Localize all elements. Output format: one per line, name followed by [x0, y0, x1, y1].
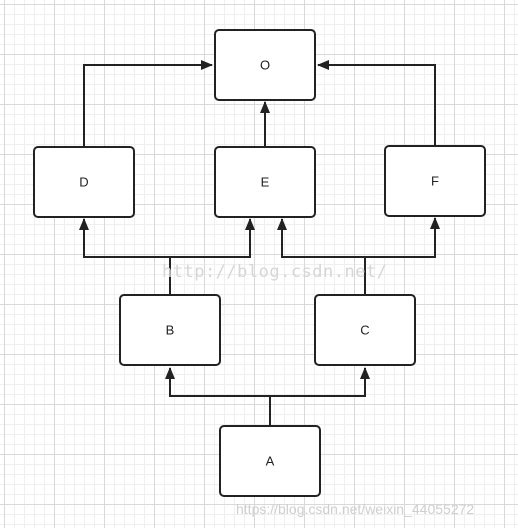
node-a-box — [219, 425, 321, 497]
node-f-box — [384, 145, 486, 217]
edge-a-to-c — [270, 367, 370, 397]
node-f[interactable]: F — [384, 145, 486, 217]
edge-b-to-d — [79, 218, 171, 295]
node-e-label: E — [261, 175, 270, 190]
node-e[interactable]: E — [214, 146, 316, 218]
node-o[interactable]: O — [214, 29, 316, 101]
node-b[interactable]: B — [119, 294, 221, 366]
node-c[interactable]: C — [314, 294, 416, 366]
node-a[interactable]: A — [219, 425, 321, 497]
node-d-box — [33, 146, 135, 218]
node-e-box — [214, 146, 316, 218]
watermark-center: http://blog.csdn.net/ — [162, 262, 388, 282]
edge-d-to-o — [83, 60, 213, 147]
edge-c-to-e — [277, 218, 366, 295]
edge-b-to-e — [170, 218, 255, 258]
node-a-label: A — [266, 454, 275, 469]
node-o-box — [214, 29, 316, 101]
node-d[interactable]: D — [33, 146, 135, 218]
edge-c-to-f — [365, 217, 440, 258]
node-b-label: B — [166, 323, 175, 338]
edge-f-to-o — [317, 60, 436, 146]
node-c-label: C — [360, 323, 369, 338]
edge-a-to-b — [165, 367, 271, 426]
connectors — [79, 60, 440, 426]
node-o-label: O — [260, 58, 270, 73]
node-c-box — [314, 294, 416, 366]
node-f-label: F — [431, 174, 439, 189]
watermark-bottom: https://blog.csdn.net/weixin_44055272 — [236, 501, 475, 517]
node-b-box — [119, 294, 221, 366]
node-d-label: D — [79, 175, 88, 190]
